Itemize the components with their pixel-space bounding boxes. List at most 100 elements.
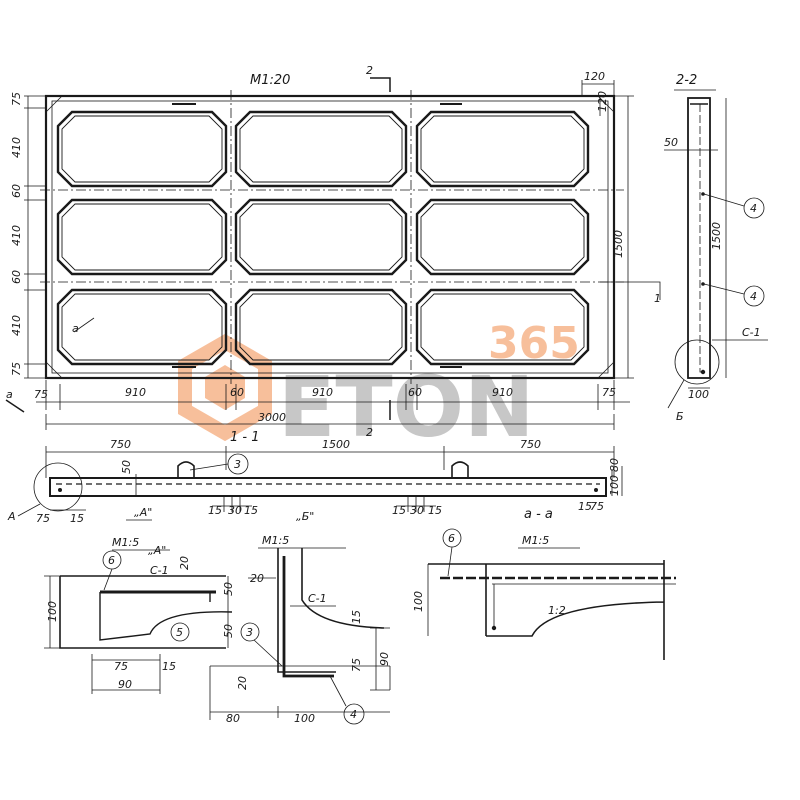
openings-inner bbox=[61, 115, 585, 361]
section-11-d15-l: 15 bbox=[70, 512, 84, 525]
detail-a-title: „А" bbox=[148, 544, 166, 557]
detail-b-d75: 75 bbox=[350, 658, 363, 672]
cut-mark-2-bottom: 2 bbox=[366, 426, 373, 439]
section-22-rebar-dot bbox=[700, 369, 706, 375]
cut-marker-1 bbox=[600, 281, 661, 300]
detail-a-d15: 15 bbox=[162, 660, 176, 673]
dim-total-3000: 3000 bbox=[258, 411, 286, 424]
opening-r3-c1 bbox=[56, 288, 228, 366]
opening-r2-c3 bbox=[415, 198, 590, 276]
section-a-a: а - а М1:5 6 100 1:2 bbox=[412, 507, 676, 660]
detail-a-mark6: 6 bbox=[108, 554, 115, 567]
section-2-2: 2-2 50 1500 4 4 С-1 Б 100 bbox=[664, 73, 768, 423]
section-22-d1500: 1500 bbox=[710, 222, 723, 250]
panel-inner-outline bbox=[51, 100, 609, 374]
detail-b-d20-b: 20 bbox=[236, 676, 249, 690]
opening-r1-c1 bbox=[56, 110, 228, 188]
section-22-outline bbox=[687, 97, 711, 379]
dim-row-410-1: 410 bbox=[10, 137, 23, 158]
section-22-mark4b-circle bbox=[743, 285, 765, 307]
panel-outline bbox=[44, 94, 616, 380]
callout-b-circle bbox=[674, 339, 720, 385]
scale-main: М1:20 bbox=[250, 73, 290, 88]
detail-b-rebar bbox=[282, 556, 334, 678]
section-11-d1500: 1500 bbox=[322, 438, 350, 451]
section-22-title: 2-2 bbox=[676, 73, 697, 88]
dim-cell-910-3: 910 bbox=[492, 386, 513, 399]
dim-cell-910-2: 910 bbox=[312, 386, 333, 399]
detail-a-mark5-circle bbox=[170, 622, 190, 642]
section-aa-d100: 100 bbox=[412, 591, 425, 612]
section-aa-scale: М1:5 bbox=[522, 534, 549, 547]
opening-r3-c2 bbox=[234, 288, 408, 366]
detail-b-mark3-circle bbox=[240, 622, 260, 642]
detail-a-d75: 75 bbox=[114, 660, 128, 673]
cut-mark-a-left: а bbox=[6, 388, 13, 401]
section-aa-outline bbox=[428, 560, 665, 660]
detail-b-c1: С-1 bbox=[308, 592, 327, 605]
dim-top-120: 120 bbox=[584, 70, 605, 83]
detail-a-scale: М1:5 bbox=[112, 536, 139, 549]
panel-plan: а М1:20 2 2 1 120 120 75 410 60 410 60 4… bbox=[5, 64, 661, 439]
section-11-d75-r: 75 bbox=[590, 500, 604, 513]
detail-b-mark3: 3 bbox=[246, 626, 253, 639]
section-22-d100: 100 bbox=[688, 388, 709, 401]
cut-mark-a: а bbox=[72, 322, 79, 335]
detail-a: „А" М1:5 6 С-1 5 100 20 50 50 75 15 90 bbox=[44, 536, 235, 694]
opening-r1-c2 bbox=[234, 110, 408, 188]
dim-gap-60-b: 60 bbox=[408, 386, 422, 399]
detail-b-d20-a: 20 bbox=[250, 572, 264, 585]
section-11-d15-d: 15 bbox=[428, 504, 442, 517]
detail-a-d20: 20 bbox=[178, 556, 191, 570]
dim-corner-120: 120 bbox=[596, 91, 609, 112]
dim-bottom-75-right: 75 bbox=[602, 386, 616, 399]
detail-b: „Б" М1:5 С-1 20 15 90 75 20 80 100 3 4 bbox=[209, 510, 391, 725]
detail-b-d100: 100 bbox=[294, 712, 315, 725]
section-11-d15-c: 15 bbox=[392, 504, 406, 517]
detail-b-outline bbox=[277, 548, 385, 673]
section-11-d30-a: 30 bbox=[228, 504, 242, 517]
dim-cell-910-1: 910 bbox=[125, 386, 146, 399]
detail-b-d90: 90 bbox=[378, 652, 391, 666]
dim-line-right-1500 bbox=[614, 95, 634, 379]
detail-a-d100: 100 bbox=[46, 601, 59, 622]
dim-gap-60-2: 60 bbox=[10, 270, 23, 284]
detail-a-c1: С-1 bbox=[150, 564, 169, 577]
callout-a-circle bbox=[33, 462, 83, 512]
dim-line-top-120 bbox=[581, 80, 615, 96]
section-22-mark4a: 4 bbox=[750, 202, 757, 215]
cut-marker-a-left bbox=[5, 399, 25, 413]
section-11-d15-b: 15 bbox=[244, 504, 258, 517]
detail-a-d90: 90 bbox=[118, 678, 132, 691]
section-11-d750-l: 750 bbox=[110, 438, 131, 451]
section-11-outline bbox=[49, 477, 607, 497]
section-aa-title: а - а bbox=[524, 507, 553, 522]
lifting-loop-right bbox=[451, 461, 469, 478]
opening-r2-c2 bbox=[234, 198, 408, 276]
dim-row-410-3: 410 bbox=[10, 315, 23, 336]
section-11-d100: 100 bbox=[608, 475, 621, 496]
opening-r3-c3 bbox=[415, 288, 590, 366]
dim-line-total-3000 bbox=[45, 414, 615, 430]
section-22-rebar bbox=[699, 104, 706, 373]
section-11-d750-r: 750 bbox=[520, 438, 541, 451]
cut-mark-1: 1 bbox=[654, 292, 661, 305]
detail-b-mark4-circle bbox=[343, 703, 365, 725]
section-11-d30-b: 30 bbox=[410, 504, 424, 517]
section-1-1: 1 - 1 750 1500 750 3 50 80 100 А „А" 75 bbox=[7, 430, 623, 525]
dim-left-75-bot: 75 bbox=[10, 362, 23, 376]
detail-a-mark5: 5 bbox=[176, 626, 183, 639]
detail-b-mark4: 4 bbox=[350, 708, 357, 721]
detail-b-d80: 80 bbox=[226, 712, 240, 725]
callout-b: Б bbox=[676, 410, 684, 423]
section-11-d15-a: 15 bbox=[208, 504, 222, 517]
detail-b-d15: 15 bbox=[350, 610, 363, 624]
section-22-rebar-c1: С-1 bbox=[742, 326, 761, 339]
opening-r1-c3 bbox=[415, 110, 590, 188]
section-11-d15-r: 15 bbox=[578, 500, 592, 513]
section-aa-mark6: 6 bbox=[448, 532, 455, 545]
panel-corner-chamfers bbox=[45, 95, 615, 379]
section-22-mark4a-circle bbox=[743, 197, 765, 219]
detail-a-d50-b: 50 bbox=[222, 624, 235, 638]
